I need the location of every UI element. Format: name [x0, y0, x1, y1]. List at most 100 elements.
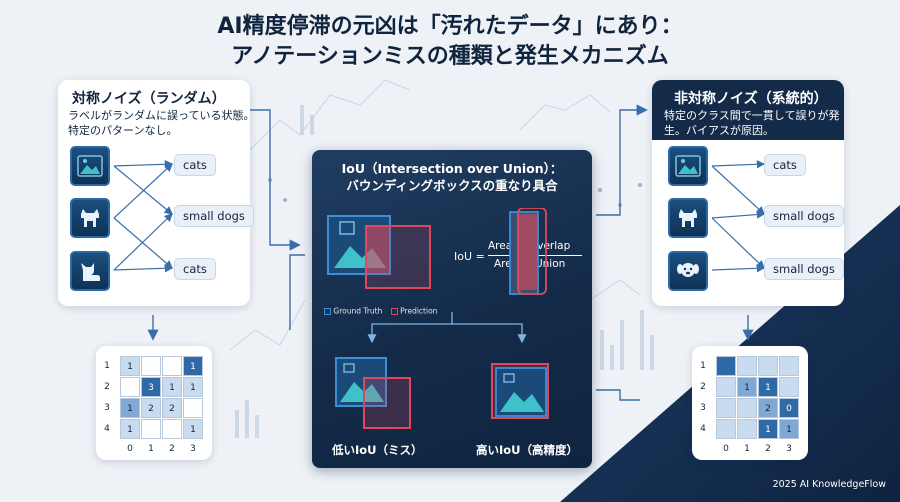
low-iou-illustration	[335, 357, 411, 429]
dog-icon	[679, 209, 697, 227]
matrix-row-label: 3	[700, 403, 706, 413]
matrix-cell: 2	[162, 398, 182, 418]
matrix-col-label: 3	[190, 444, 196, 454]
symmetric-noise-desc-line-2: 特定のパターンなし。	[68, 124, 178, 137]
landscape-icon	[675, 155, 701, 177]
dog-image-tile	[70, 198, 110, 238]
matrix-cell	[737, 398, 757, 418]
symmetric-label-cats-2: cats	[174, 258, 216, 280]
matrix-row-label: 3	[104, 403, 110, 413]
matrix-cell: 3	[141, 377, 161, 397]
matrix-cell: 1	[120, 356, 140, 376]
matrix-col-label: 2	[169, 444, 175, 454]
symmetric-noise-mapping-arrows	[113, 160, 174, 273]
matrix-cell: 1	[120, 398, 140, 418]
asymmetric-label-small-dogs-1: small dogs	[764, 205, 844, 227]
asymmetric-noise-desc-line-2: 生。バイアスが原因。	[664, 124, 774, 137]
symmetric-label-cats-1: cats	[174, 154, 216, 176]
asymmetric-noise-title: 非対称ノイズ（系統的）	[674, 91, 828, 107]
matrix-cell: 1	[758, 419, 778, 439]
asymmetric-noise-description: 特定のクラス間で一貫して誤りが発 生。バイアスが原因。	[664, 108, 839, 138]
matrix-cell: 1	[183, 356, 203, 376]
landscape-image-tile	[668, 146, 708, 186]
high-iou-illustration	[491, 363, 549, 419]
matrix-col-label: 0	[127, 444, 133, 454]
matrix-row-label: 4	[104, 424, 110, 434]
asymmetric-noise-desc-line-1: 特定のクラス間で一貫して誤りが発	[664, 109, 840, 122]
matrix-cell	[183, 398, 203, 418]
matrix-col-label: 1	[744, 444, 750, 454]
matrix-cell	[716, 377, 736, 397]
symmetric-noise-card: 対称ノイズ（ランダム） ラベルがランダムに誤っている状態。 特定のパターンなし。…	[58, 80, 254, 306]
matrix-cell	[716, 356, 736, 376]
matrix-cell: 1	[120, 419, 140, 439]
matrix-cell	[162, 356, 182, 376]
iou-panel-title: IoU（Intersection over Union）： バウンディングボック…	[312, 160, 592, 194]
matrix-cell	[141, 356, 161, 376]
dog-image-tile	[668, 198, 708, 238]
matrix-cell: 2	[758, 398, 778, 418]
matrix-cell	[779, 377, 799, 397]
asymmetric-label-cats: cats	[764, 154, 806, 176]
matrix-cell	[737, 356, 757, 376]
matrix-col-label: 1	[148, 444, 154, 454]
matrix-cell: 2	[141, 398, 161, 418]
matrix-cell: 1	[779, 419, 799, 439]
matrix-cell	[716, 419, 736, 439]
matrix-col-label: 0	[723, 444, 729, 454]
matrix-cell	[120, 377, 140, 397]
iou-title-line-1: IoU（Intersection over Union）：	[341, 161, 563, 176]
title-line-1: AI精度停滞の元凶は「汚れたデータ」にあり：	[217, 14, 683, 39]
iou-overlap-diagram	[327, 215, 431, 289]
asymmetric-noise-header	[652, 80, 844, 140]
puppy-icon	[677, 263, 699, 277]
iou-title-line-2: バウンディングボックスの重なり具合	[346, 178, 558, 193]
iou-legend: Ground Truth Prediction	[324, 306, 437, 316]
matrix-cell	[758, 356, 778, 376]
matrix-row-label: 1	[104, 361, 110, 371]
matrix-cell	[779, 356, 799, 376]
matrix-cell: 1	[183, 419, 203, 439]
matrix-col-label: 3	[786, 444, 792, 454]
symmetric-noise-title: 対称ノイズ（ランダム）	[72, 91, 226, 107]
page-title: AI精度停滞の元凶は「汚れたデータ」にあり： アノテーションミスの種類と発生メカ…	[0, 12, 900, 72]
overlap-area-illustration	[509, 208, 547, 295]
iou-formula-prefix: IoU =	[454, 250, 485, 263]
matrix-row-label: 4	[700, 424, 706, 434]
prediction-legend-label: Prediction	[400, 306, 438, 316]
matrix-cell	[716, 398, 736, 418]
asymmetric-label-small-dogs-2: small dogs	[764, 258, 844, 280]
matrix-cell: 1	[183, 377, 203, 397]
symmetric-label-small-dogs: small dogs	[174, 205, 254, 227]
high-iou-label: 高いIoU（高精度）	[476, 443, 579, 457]
matrix-cell: 1	[758, 377, 778, 397]
title-line-2: アノテーションミスの種類と発生メカニズム	[231, 44, 669, 69]
landscape-icon	[77, 155, 103, 177]
iou-panel: IoU（Intersection over Union）： バウンディングボック…	[312, 150, 592, 468]
symmetric-noise-description: ラベルがランダムに誤っている状態。 特定のパターンなし。	[68, 108, 254, 138]
low-iou-label: 低いIoU（ミス）	[332, 443, 423, 457]
matrix-row-label: 2	[700, 382, 706, 392]
cat-icon	[81, 263, 100, 281]
landscape-image-tile	[70, 146, 110, 186]
symmetric-noise-desc-line-1: ラベルがランダムに誤っている状態。	[68, 109, 255, 122]
ground-truth-legend-label: Ground Truth	[333, 306, 383, 316]
matrix-cell	[737, 419, 757, 439]
matrix-cell: 0	[779, 398, 799, 418]
asymmetric-noise-card: 非対称ノイズ（系統的） 特定のクラス間で一貫して誤りが発 生。バイアスが原因。 …	[652, 80, 844, 306]
matrix-cell: 1	[737, 377, 757, 397]
matrix-cell: 1	[162, 377, 182, 397]
footer-credit: 2025 AI KnowledgeFlow	[772, 479, 886, 490]
matrix-row-label: 1	[700, 361, 706, 371]
matrix-cell	[162, 419, 182, 439]
iou-branch-arrows	[367, 312, 527, 344]
matrix-col-label: 2	[765, 444, 771, 454]
puppy-image-tile	[668, 251, 708, 291]
asymmetric-noise-mapping-arrows	[711, 160, 766, 273]
matrix-cell	[141, 419, 161, 439]
cat-image-tile	[70, 251, 110, 291]
dog-icon	[81, 209, 99, 227]
